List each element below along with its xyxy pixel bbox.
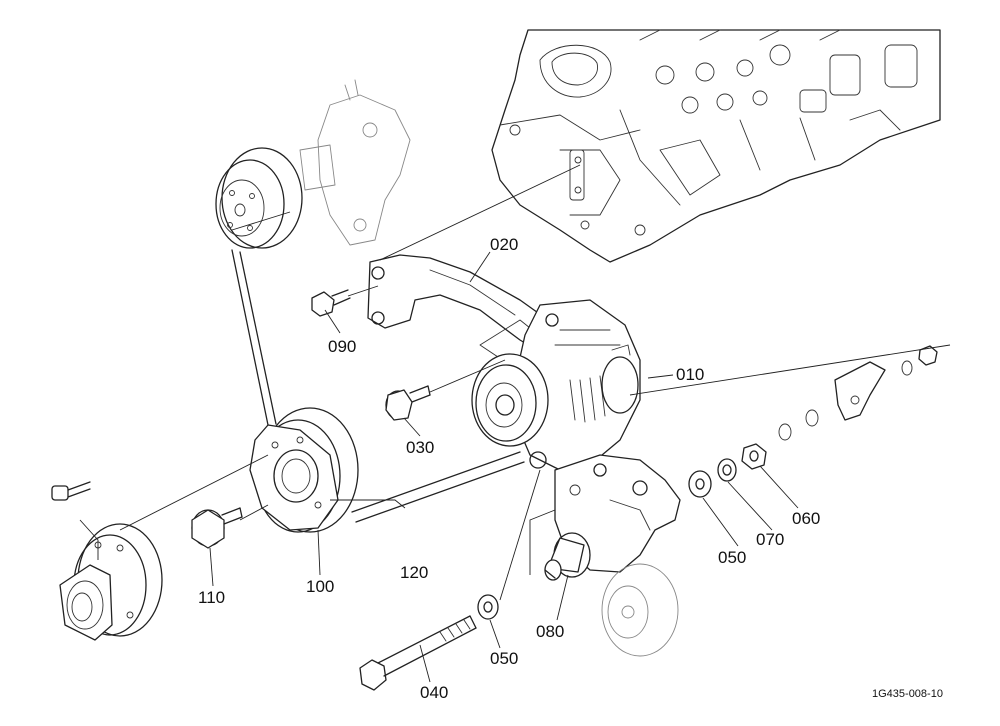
- crank-pulley-illustration: [249, 407, 359, 533]
- callout-leaders: [209, 251, 799, 683]
- bolt-090-illustration: [311, 289, 351, 317]
- callout-050-upper: 050: [718, 548, 746, 567]
- drawing-code: 1G435-008-10: [872, 688, 943, 700]
- callout-070: 070: [756, 530, 784, 549]
- callout-110: 110: [198, 588, 225, 607]
- callout-090: 090: [328, 337, 356, 356]
- crankshaft-hub-illustration: [51, 481, 163, 641]
- hardware-stack-illustration: [688, 345, 938, 498]
- cylinder-head-illustration: [491, 29, 941, 263]
- adjusting-stud-080-illustration: [544, 532, 591, 581]
- callout-060: 060: [792, 509, 820, 528]
- callout-030: 030: [406, 438, 434, 457]
- callout-120: 120: [400, 563, 428, 582]
- bolt-110-illustration: [191, 507, 243, 549]
- long-bolt-040-illustration: [359, 615, 477, 691]
- alternator-illustration: [471, 299, 641, 471]
- water-pump-illustration: [215, 79, 411, 249]
- fan-belt-illustration: [231, 249, 525, 523]
- bolt-030-illustration: [385, 385, 431, 421]
- assembly-axis-lines: [79, 164, 951, 601]
- callout-080: 080: [536, 622, 564, 641]
- callout-100: 100: [306, 577, 334, 596]
- callout-020: 020: [490, 235, 518, 254]
- washer-050-lower-illustration: [477, 594, 499, 620]
- callout-050-lower: 050: [490, 649, 518, 668]
- part-callouts: 020 010 090 030 120 100 110 040 050 080 …: [198, 235, 820, 702]
- callout-010: 010: [676, 365, 704, 384]
- callout-040: 040: [420, 683, 448, 702]
